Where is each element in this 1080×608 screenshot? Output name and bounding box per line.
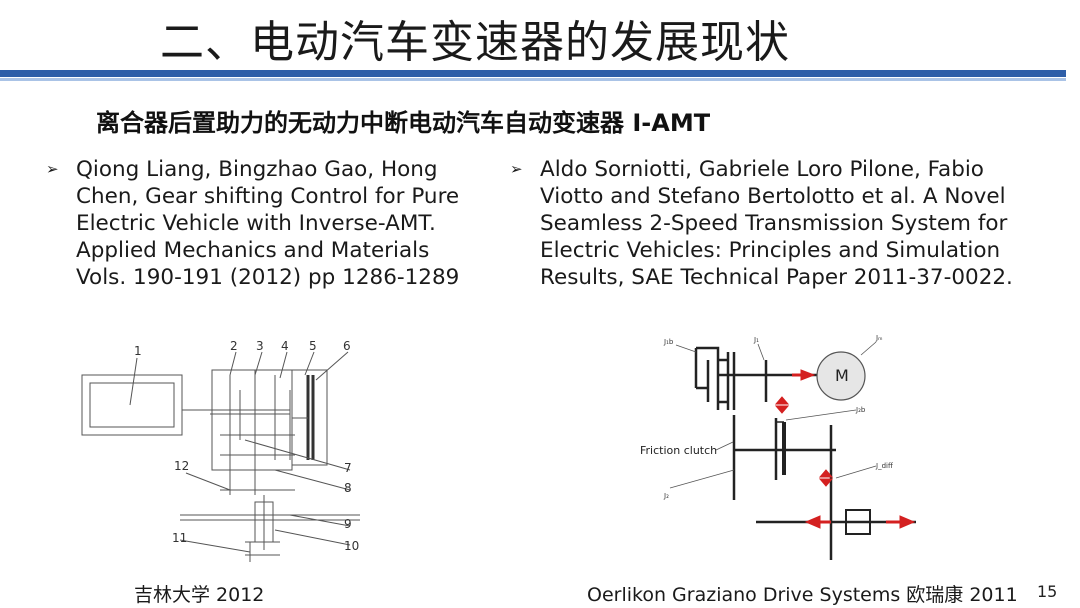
inertia-label: J_diff	[875, 462, 893, 470]
inertia-label: J₁b	[663, 338, 674, 346]
inertia-label: J₂	[663, 492, 669, 500]
reference-left-text: Qiong Liang, Bingzhao Gao, Hong Chen, Ge…	[76, 156, 459, 291]
part-label: 9	[344, 517, 352, 531]
inertia-label: Jₘ	[875, 334, 882, 342]
part-label: 2	[230, 339, 238, 353]
header-rule	[0, 70, 1066, 77]
motor-icon	[816, 351, 866, 401]
reference-line: Aldo Sorniotti, Gabriele Loro Pilone, Fa…	[540, 157, 984, 182]
friction-clutch-label: Friction clutch	[640, 444, 717, 457]
slide-subtitle: 离合器后置助力的无动力中断电动汽车自动变速器 I-AMT	[96, 109, 711, 137]
reference-line: Chen, Gear shifting Control for Pure	[76, 184, 460, 209]
part-label: 6	[343, 339, 351, 353]
two-speed-transmission-diagram: M J₁b J₁ Jₘ J₂b J_diff Friction clutch J…	[640, 334, 916, 560]
part-label: 12	[174, 459, 189, 473]
reference-line: Qiong Liang, Bingzhao Gao, Hong	[76, 157, 438, 182]
part-label: 5	[309, 339, 317, 353]
page-number: 15	[1037, 582, 1058, 601]
reference-line: Vols. 190-191 (2012) pp 1286-1289	[76, 265, 460, 290]
bullet-arrow-icon: ➢	[510, 160, 523, 178]
header-rule-light	[0, 78, 1066, 81]
part-label: 1	[134, 344, 142, 358]
reference-line: Applied Mechanics and Materials	[76, 238, 430, 263]
iamt-schematic-diagram: 1 2 3 4 5 6 7 8 9 10 11 12	[81, 339, 360, 562]
part-label: 11	[172, 531, 187, 545]
reference-line: Viotto and Stefano Bertolotto et al. A N…	[540, 184, 1006, 209]
reference-right-text: Aldo Sorniotti, Gabriele Loro Pilone, Fa…	[540, 156, 1013, 291]
caption-right: Oerlikon Graziano Drive Systems 欧瑞康 2011	[587, 584, 1018, 606]
part-label: 10	[344, 539, 359, 553]
reference-line: Electric Vehicle with Inverse-AMT.	[76, 211, 436, 236]
reference-left: ➢ Qiong Liang, Bingzhao Gao, Hong Chen, …	[46, 156, 486, 296]
caption-left: 吉林大学 2012	[134, 584, 265, 606]
motor-label: M	[835, 366, 849, 385]
part-label: 3	[256, 339, 264, 353]
inertia-label: J₁	[753, 336, 759, 344]
reference-line: Electric Vehicles: Principles and Simula…	[540, 238, 1001, 263]
part-label: 8	[344, 481, 352, 495]
reference-right: ➢ Aldo Sorniotti, Gabriele Loro Pilone, …	[510, 156, 1050, 296]
part-label: 7	[344, 461, 352, 475]
bullet-arrow-icon: ➢	[46, 160, 59, 178]
part-label: 4	[281, 339, 289, 353]
inertia-label: J₂b	[855, 406, 866, 414]
reference-line: Results, SAE Technical Paper 2011-37-002…	[540, 265, 1013, 290]
reference-line: Seamless 2-Speed Transmission System for	[540, 211, 1008, 236]
slide-title: 二、电动汽车变速器的发展现状	[160, 17, 790, 68]
